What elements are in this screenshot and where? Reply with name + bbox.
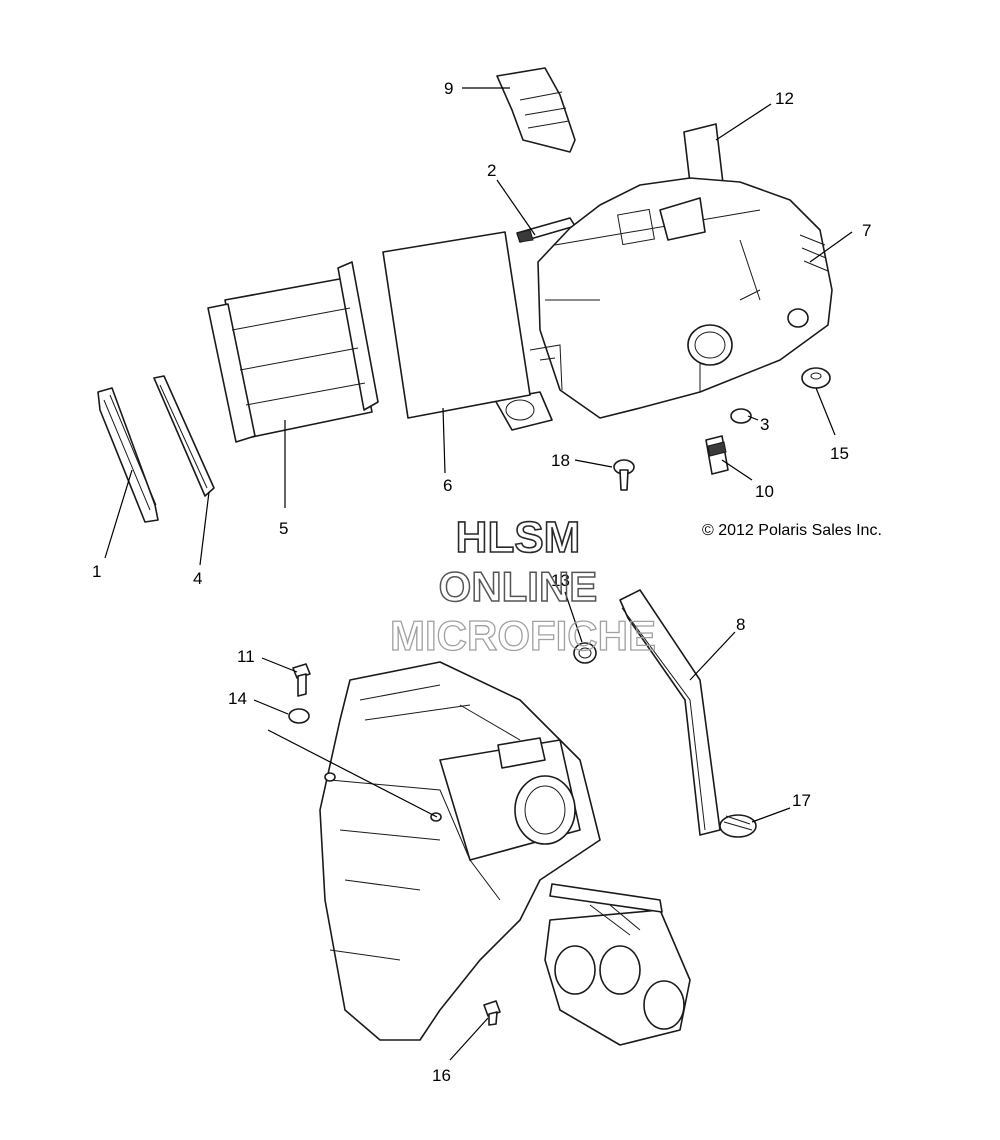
leader-15 <box>815 387 836 436</box>
leader-lines <box>104 87 853 1061</box>
part-4-gasket <box>153 375 215 497</box>
part-15-grommet <box>801 367 831 389</box>
callout-18: 18 <box>551 451 570 470</box>
callout-11: 11 <box>237 647 255 666</box>
leader-8 <box>689 631 736 681</box>
leader-6 <box>442 407 446 474</box>
leader-10 <box>721 459 753 481</box>
part-17-hose-clamp <box>719 814 757 838</box>
callout-12: 12 <box>775 89 794 108</box>
callout-5: 5 <box>279 519 288 538</box>
part-5-air-filter <box>207 261 379 443</box>
callout-labels: 1 2 3 4 5 6 7 8 9 10 11 12 13 14 15 16 1… <box>92 79 871 1085</box>
intake-housing <box>319 661 601 1041</box>
callout-14: 14 <box>228 689 247 708</box>
copyright-notice: © 2012 Polaris Sales Inc. <box>702 522 882 539</box>
callout-1: 1 <box>92 562 101 581</box>
part-14-washer <box>288 708 310 724</box>
callout-4: 4 <box>193 569 202 588</box>
leader-7 <box>809 231 853 263</box>
part-3-o-ring <box>730 408 752 424</box>
watermark-line-3: MICROFICHE <box>390 612 656 659</box>
part-6-pre-filter <box>382 231 531 419</box>
callout-10: 10 <box>755 482 774 501</box>
part-11-bolt <box>292 663 311 697</box>
leader-16 <box>449 1017 489 1061</box>
part-18-fastener <box>613 459 635 491</box>
leader-14 <box>253 699 289 715</box>
leader-4 <box>199 491 210 566</box>
part-16-bolt <box>483 1000 501 1026</box>
part-13-clamp <box>573 642 597 664</box>
leader-12 <box>715 103 772 141</box>
part-8-breather-hose <box>619 589 721 836</box>
leader-14b <box>267 729 438 818</box>
leader-3 <box>747 415 759 421</box>
callout-3: 3 <box>760 415 769 434</box>
watermark-line-2: ONLINE <box>439 563 598 610</box>
watermark: HLSM ONLINE MICROFICHE <box>389 512 656 659</box>
callout-13: 13 <box>551 571 570 590</box>
part-1-cover <box>97 387 159 523</box>
watermark-line-1: HLSM <box>456 513 581 562</box>
callout-9: 9 <box>444 79 453 98</box>
leader-11 <box>261 657 298 673</box>
callout-17: 17 <box>792 791 811 810</box>
callout-16: 16 <box>432 1066 451 1085</box>
throttle-body <box>544 883 691 1046</box>
leader-18 <box>574 459 613 468</box>
part-10-drain-valve <box>705 435 729 475</box>
leader-13 <box>564 591 583 643</box>
leader-2 <box>496 179 536 236</box>
callout-7: 7 <box>862 221 871 240</box>
part-9-cover-clip <box>496 67 576 153</box>
leader-1 <box>104 469 133 559</box>
leader-17 <box>751 807 791 823</box>
part-7-air-box <box>494 177 833 431</box>
callout-2: 2 <box>487 161 496 180</box>
callout-6: 6 <box>443 476 452 495</box>
callout-15: 15 <box>830 444 849 463</box>
callout-8: 8 <box>736 615 745 634</box>
